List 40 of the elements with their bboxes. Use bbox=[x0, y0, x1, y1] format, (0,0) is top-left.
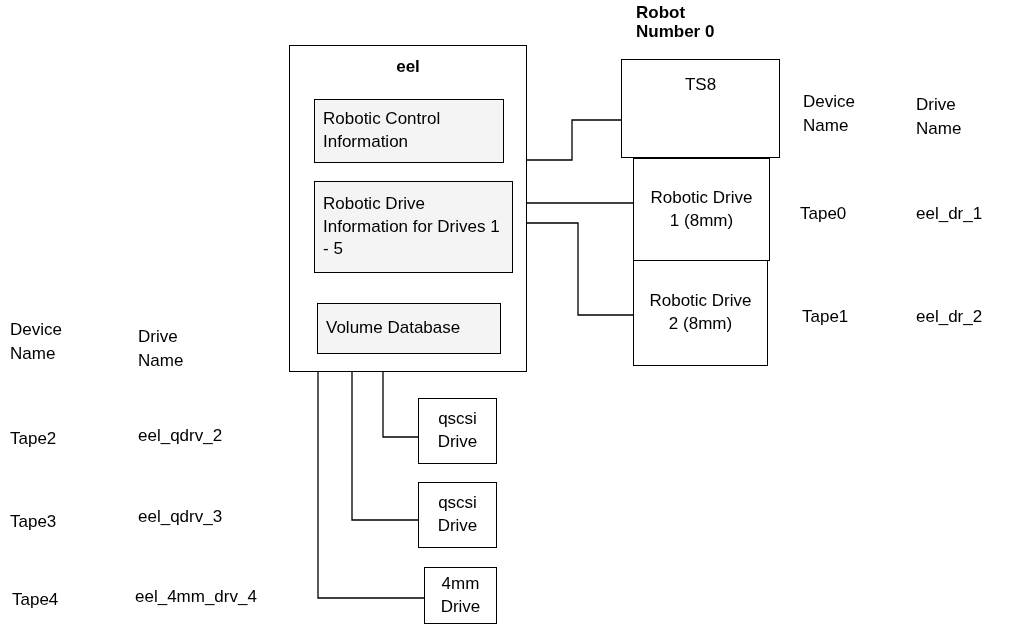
connector-line bbox=[382, 371, 419, 438]
drive-box bbox=[418, 398, 497, 464]
node-text: Volume Database bbox=[326, 317, 461, 340]
node-text: Robotic Drive 2 (8mm) bbox=[648, 290, 753, 335]
column-text: Device Name bbox=[803, 91, 856, 137]
node-text: qscsi Drive bbox=[436, 408, 479, 453]
database-box bbox=[317, 303, 501, 354]
info-box bbox=[314, 181, 513, 273]
drive-box bbox=[633, 260, 768, 366]
column-text: eel_qdrv_3 bbox=[138, 506, 223, 528]
connector-line bbox=[526, 202, 634, 204]
node-text: Robotic Control Information bbox=[323, 108, 442, 153]
drive-box bbox=[418, 482, 497, 548]
computer-name: eel bbox=[396, 56, 420, 78]
column-text: Drive Name bbox=[138, 326, 185, 372]
column-text: Tape2 bbox=[10, 428, 57, 450]
robot-heading: Robot Number 0 bbox=[636, 4, 716, 42]
column-text: eel_dr_2 bbox=[916, 306, 983, 328]
column-text: eel_dr_1 bbox=[916, 203, 983, 225]
connector-line bbox=[526, 119, 622, 161]
column-text: Device Name bbox=[10, 319, 63, 365]
column-text: Tape1 bbox=[802, 306, 849, 328]
node-text: TS8 bbox=[684, 74, 717, 96]
computer-box bbox=[289, 45, 527, 372]
node-text: Robotic Drive Information for Drives 1 - 5 bbox=[323, 192, 501, 261]
column-text: eel_qdrv_2 bbox=[138, 425, 223, 447]
connector-line bbox=[526, 222, 634, 316]
column-text: Tape3 bbox=[10, 511, 57, 533]
node-text: qscsi Drive bbox=[436, 492, 479, 537]
column-text: Tape4 bbox=[12, 589, 59, 611]
drive-box bbox=[633, 158, 770, 261]
connector-line bbox=[351, 371, 419, 521]
node-text: Robotic Drive 1 (8mm) bbox=[649, 186, 754, 232]
node-text: 4mm Drive bbox=[439, 572, 482, 618]
info-box bbox=[314, 99, 504, 163]
column-text: Tape0 bbox=[800, 203, 847, 225]
column-text: Drive Name bbox=[916, 94, 963, 140]
connector-line bbox=[317, 371, 425, 599]
column-text: eel_4mm_drv_4 bbox=[135, 586, 257, 608]
drive-box bbox=[424, 567, 497, 624]
